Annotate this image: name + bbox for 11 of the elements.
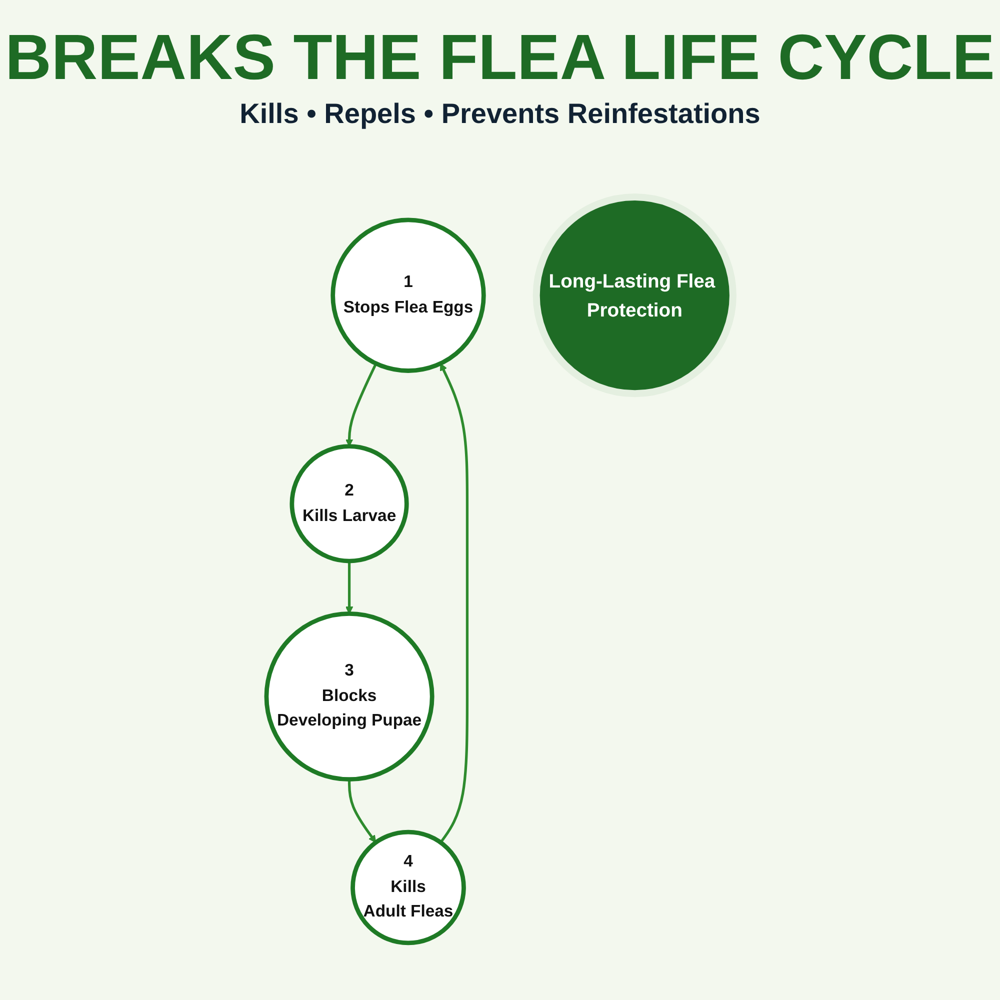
node-circle: 4 Kills Adult Fleas	[350, 830, 466, 946]
node-circle: 1 Stops Flea Eggs	[330, 218, 486, 373]
node-circle: 2 Kills Larvae	[290, 444, 410, 564]
node-circle: Long-Lasting Flea Protection	[533, 194, 737, 398]
arrow	[346, 362, 378, 447]
arrow	[346, 561, 354, 614]
node-circle: 3 Blocks Developing Pupae	[264, 612, 435, 782]
arrow	[440, 363, 469, 844]
arrow	[348, 779, 376, 843]
title: BREAKS THE FLEA LIFE CYCLE	[5, 20, 995, 94]
subtitle: Kills • Repels • Prevents Reinfestations	[240, 98, 760, 130]
